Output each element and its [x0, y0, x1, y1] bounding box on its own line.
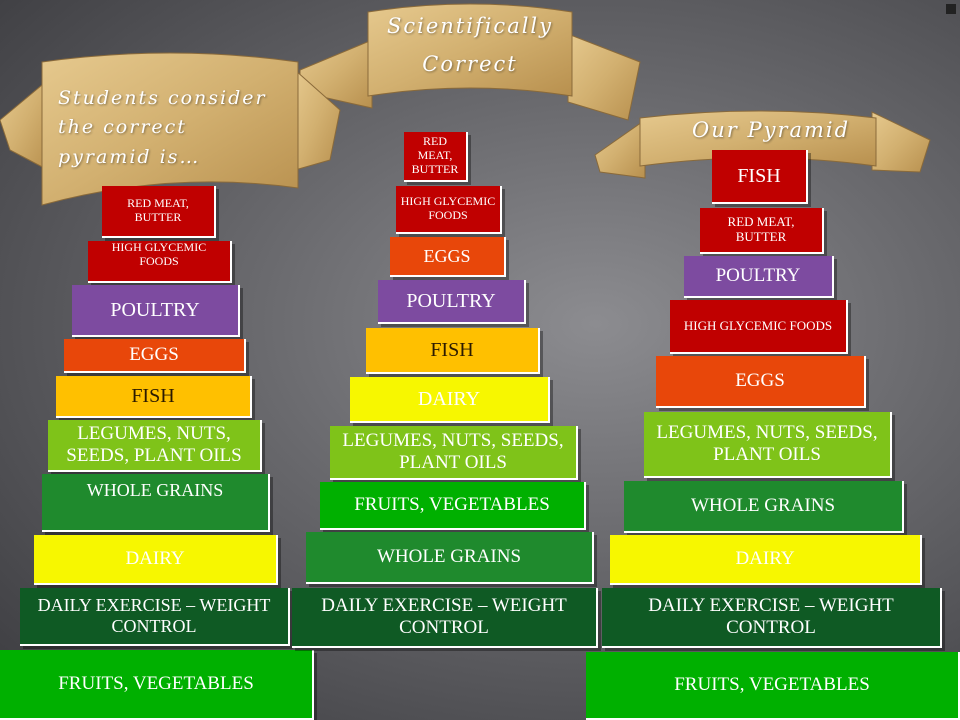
middle-banner: [299, 3, 641, 121]
left-tier-dairy: DAIRY: [34, 535, 278, 585]
right-tier-poultry: POULTRY: [684, 256, 834, 298]
right-tier-high-glycemic: HIGH GLYCEMIC FOODS: [670, 300, 848, 354]
right-tier-fruits-vegetables: FRUITS, VEGETABLES: [586, 652, 960, 720]
left-banner-title: Students consider the correct pyramid is…: [58, 87, 267, 168]
middle-tier-legumes: LEGUMES, NUTS, SEEDS, PLANT OILS: [330, 426, 578, 480]
middle-tier-red-meat: RED MEAT, BUTTER: [404, 132, 468, 182]
middle-tier-poultry: POULTRY: [378, 280, 526, 324]
right-tier-legumes: LEGUMES, NUTS, SEEDS, PLANT OILS: [644, 412, 892, 478]
right-banner-title: Our Pyramid: [692, 118, 851, 142]
slide-marker: [946, 4, 956, 14]
left-tier-high-glycemic: HIGH GLYCEMIC FOODS: [88, 241, 232, 283]
left-tier-exercise: DAILY EXERCISE – WEIGHT CONTROL: [20, 588, 290, 646]
left-tier-eggs: EGGS: [64, 339, 246, 373]
middle-banner-title-line1: Scientifically: [386, 14, 554, 38]
middle-tier-fruits-vegetables: FRUITS, VEGETABLES: [320, 482, 586, 530]
right-tier-whole-grains: WHOLE GRAINS: [624, 481, 904, 533]
middle-tier-whole-grains: WHOLE GRAINS: [306, 532, 594, 584]
middle-tier-eggs: EGGS: [390, 237, 506, 277]
middle-tier-exercise: DAILY EXERCISE – WEIGHT CONTROL: [292, 588, 598, 648]
left-tier-legumes: LEGUMES, NUTS, SEEDS, PLANT OILS: [48, 420, 262, 472]
right-tier-fish: FISH: [712, 150, 808, 204]
right-tier-dairy: DAIRY: [610, 535, 922, 585]
left-tier-whole-grains: WHOLE GRAINS: [42, 474, 270, 532]
middle-banner-title-line2: Correct: [422, 52, 518, 76]
left-tier-red-meat: RED MEAT, BUTTER: [102, 186, 216, 238]
right-banner: [594, 110, 931, 179]
right-tier-red-meat: RED MEAT, BUTTER: [700, 208, 824, 254]
left-tier-poultry: POULTRY: [72, 285, 240, 337]
right-tier-eggs: EGGS: [656, 356, 866, 408]
middle-tier-high-glycemic: HIGH GLYCEMIC FOODS: [396, 186, 502, 234]
right-tier-exercise: DAILY EXERCISE – WEIGHT CONTROL: [602, 588, 942, 648]
left-tier-fish: FISH: [56, 376, 252, 418]
middle-tier-dairy: DAIRY: [350, 377, 550, 423]
left-banner: [0, 52, 341, 206]
middle-tier-fish: FISH: [366, 328, 540, 374]
left-tier-fruits-vegetables: FRUITS, VEGETABLES: [0, 650, 314, 720]
